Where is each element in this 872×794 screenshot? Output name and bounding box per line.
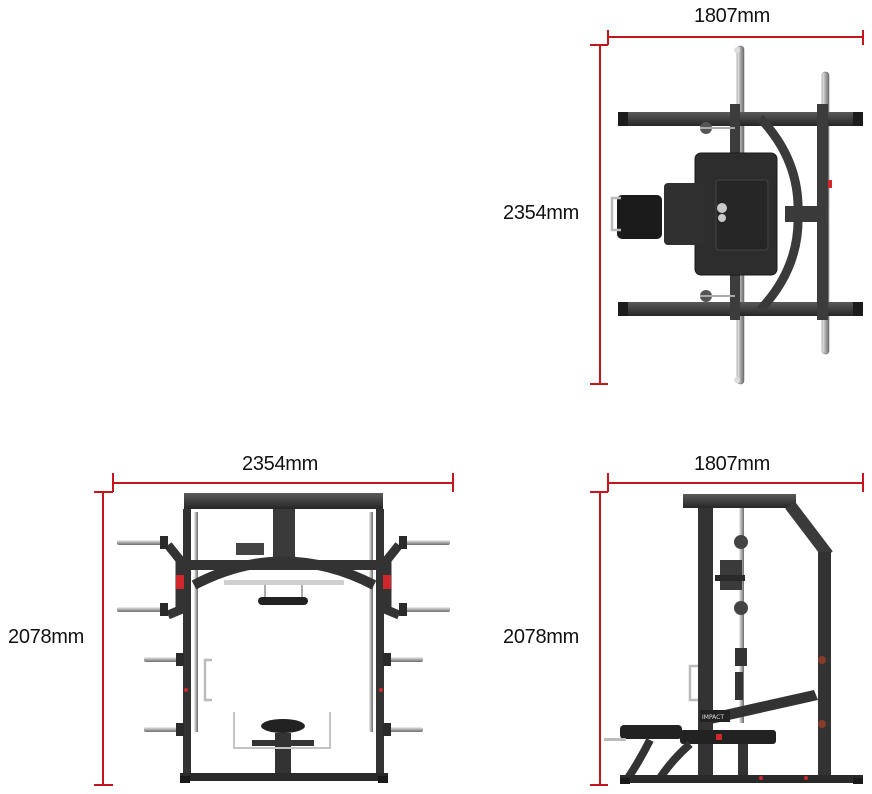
dimension-lines — [94, 30, 864, 786]
front-view-machine — [117, 493, 450, 783]
side-view-width-label: 1807mm — [694, 453, 771, 475]
logo-label: IMPACT — [702, 714, 724, 721]
front-view-height-label: 2078mm — [8, 626, 85, 648]
top-view-machine — [610, 45, 863, 385]
front-view-width-label: 2354mm — [242, 453, 319, 475]
side-view-machine: IMPACT — [604, 494, 863, 784]
side-view-height-label: 2078mm — [503, 626, 580, 648]
top-view-depth-label: 2354mm — [503, 202, 580, 224]
top-view-width-label: 1807mm — [694, 5, 771, 27]
